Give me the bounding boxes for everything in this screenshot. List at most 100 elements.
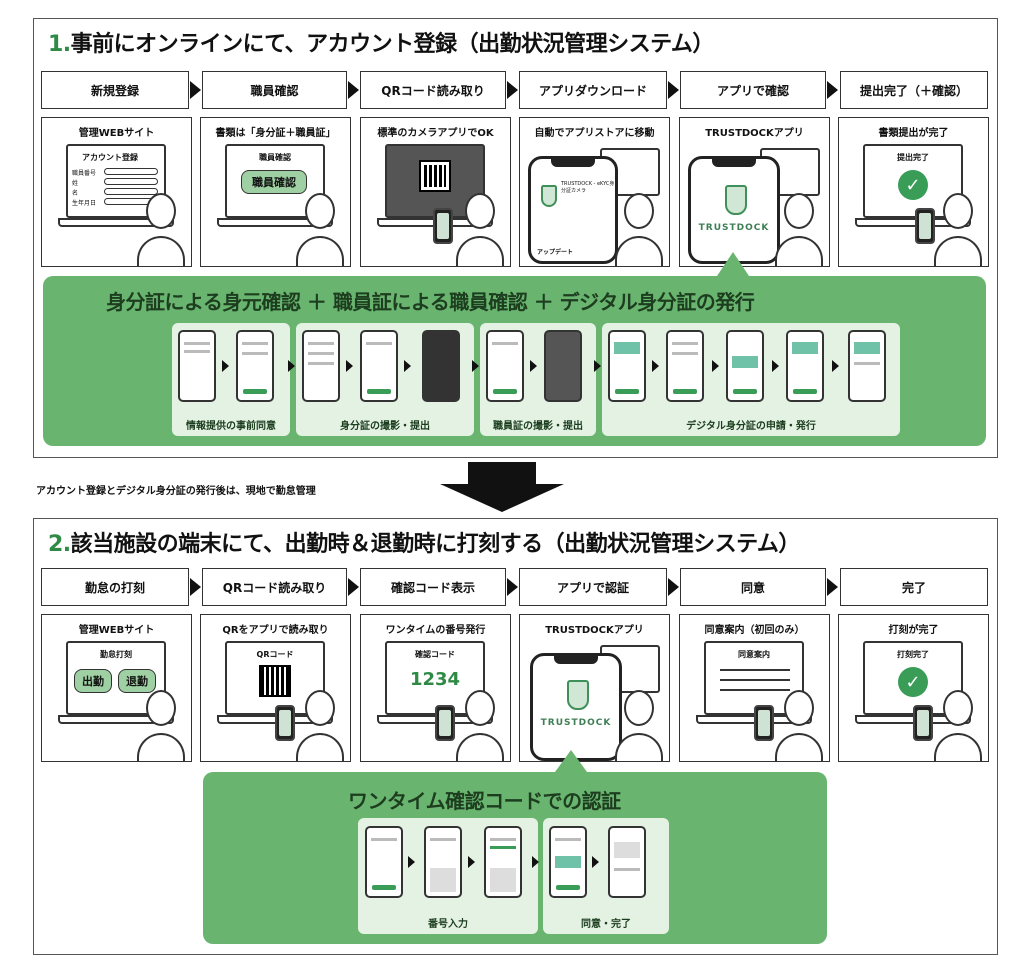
s2-step-5: 同意 <box>680 568 826 606</box>
arrow-right-icon <box>668 578 679 596</box>
mini-screen <box>726 330 764 402</box>
arrow-right-icon <box>408 856 415 868</box>
form-input <box>104 178 158 185</box>
laptop-screen: アカウント登録 職員番号 姓 名 生年月日 <box>66 144 166 218</box>
phone-notch <box>554 656 598 664</box>
confirmation-code: 1234 <box>409 669 461 690</box>
person-body-icon <box>137 236 185 266</box>
s2-card-3: ワンタイムの番号発行 確認コード 1234 <box>360 614 511 762</box>
person-icon <box>465 193 495 229</box>
mini-screen <box>666 330 704 402</box>
phone-notch <box>551 159 595 167</box>
person-icon <box>624 690 654 726</box>
person-body-icon <box>456 733 504 761</box>
phone-icon <box>275 705 295 741</box>
trustdock-logo-text: TRUSTDOCK <box>698 223 770 233</box>
s1-step-6: 提出完了（＋確認） <box>840 71 988 109</box>
app-update-label: アップデート <box>537 249 574 256</box>
person-icon <box>784 690 814 726</box>
phone-icon <box>433 208 453 244</box>
s1-step-2: 職員確認 <box>202 71 347 109</box>
person-body-icon <box>775 733 823 761</box>
screen-title: 確認コード <box>415 650 455 659</box>
mini-screen <box>608 826 646 898</box>
mini-screen <box>178 330 216 402</box>
check-icon: ✓ <box>898 170 928 200</box>
smartphone-frame: TRUSTDOCK <box>688 156 780 264</box>
mini-screen <box>424 826 462 898</box>
arrow-right-icon <box>190 578 201 596</box>
section1-title: 1.事前にオンラインにて、アカウント登録（出勤状況管理システム） <box>48 32 714 57</box>
s2-step-4: アプリで認証 <box>519 568 667 606</box>
laptop-base <box>217 218 333 227</box>
phone-icon <box>754 705 774 741</box>
arrow-right-icon <box>507 81 518 99</box>
form-field-label: 職員番号 <box>72 170 97 177</box>
down-arrow-body <box>468 462 536 484</box>
screen-title: 打刻完了 <box>897 650 929 659</box>
card-title: 同意案内（初回のみ） <box>704 625 805 636</box>
smartphone-frame: TRUSTDOCK <box>530 653 622 761</box>
arrow-right-icon <box>507 578 518 596</box>
middle-note: アカウント登録とデジタル身分証の発行後は、現地で勤怠管理 <box>36 486 316 497</box>
arrow-right-icon <box>652 360 659 372</box>
arrow-right-icon <box>288 360 295 372</box>
s1-step-1: 新規登録 <box>41 71 189 109</box>
laptop-base <box>58 218 174 227</box>
phone-icon <box>435 705 455 741</box>
arrow-right-icon <box>472 360 479 372</box>
arrow-right-icon <box>594 360 601 372</box>
arrow-right-icon <box>827 81 838 99</box>
mini-screen <box>786 330 824 402</box>
screen-title: 職員確認 <box>259 153 291 162</box>
person-icon <box>146 193 176 229</box>
person-icon <box>146 690 176 726</box>
arrow-right-icon <box>712 360 719 372</box>
check-icon: ✓ <box>898 667 928 697</box>
app-store-name: TRUSTDOCK - eKYC身分証カメラ <box>561 181 615 194</box>
s1-card-4: 自動でアプリストアに移動 TRUSTDOCK - eKYC身分証カメラ アップデ… <box>519 117 670 267</box>
card-title: 管理WEBサイト <box>78 128 155 139</box>
arrow-right-icon <box>832 360 839 372</box>
s1-card-5: TRUSTDOCKアプリ TRUSTDOCK <box>679 117 830 267</box>
card-title: QRをアプリで読み取り <box>222 625 329 636</box>
arrow-right-icon <box>532 856 539 868</box>
qr-code-icon <box>259 665 291 697</box>
staff-verify-button: 職員確認 <box>241 170 307 194</box>
mini-screen <box>365 826 403 898</box>
mini-screen <box>544 330 582 402</box>
s1-card-1: 管理WEBサイト アカウント登録 職員番号 姓 名 生年月日 <box>41 117 192 267</box>
s2-step-3: 確認コード表示 <box>360 568 506 606</box>
s2-card-2: QRをアプリで読み取り QRコード <box>200 614 351 762</box>
form-field-label: 生年月日 <box>72 200 97 207</box>
s1-card-6: 書類提出が完了 提出完了 ✓ <box>838 117 989 267</box>
person-icon <box>784 193 814 229</box>
person-body-icon <box>137 733 185 761</box>
card-title: 打刻が完了 <box>888 625 939 636</box>
mini-screen <box>848 330 886 402</box>
section2-title: 2.該当施設の端末にて、出勤時＆退勤時に打刻する（出勤状況管理システム） <box>48 532 800 557</box>
person-body-icon <box>296 733 344 761</box>
s2-step-6: 完了 <box>840 568 988 606</box>
screen-title: 勤怠打刻 <box>100 650 132 659</box>
form-input <box>104 188 158 195</box>
phone-icon <box>915 208 935 244</box>
down-arrow-icon <box>440 484 564 512</box>
card-title: 書類提出が完了 <box>878 128 949 139</box>
trustdock-logo-text: TRUSTDOCK <box>540 718 612 728</box>
s2-card-6: 打刻が完了 打刻完了 ✓ <box>838 614 989 762</box>
laptop-base <box>58 715 174 724</box>
text-line <box>720 689 790 691</box>
s1-card-2: 書類は「身分証＋職員証」 職員確認 職員確認 <box>200 117 351 267</box>
mini-screen <box>549 826 587 898</box>
arrow-right-icon <box>530 360 537 372</box>
s1-band-title: 身分証による身元確認 ＋ 職員証による職員確認 ＋ デジタル身分証の発行 <box>106 290 755 314</box>
arrow-right-icon <box>190 81 201 99</box>
card-title: TRUSTDOCKアプリ <box>705 128 804 139</box>
card-title: 自動でアプリストアに移動 <box>534 128 655 139</box>
person-icon <box>624 193 654 229</box>
band-pointer <box>555 750 587 772</box>
arrow-right-icon <box>468 856 475 868</box>
arrow-right-icon <box>222 360 229 372</box>
smartphone-frame: TRUSTDOCK - eKYC身分証カメラ アップデート <box>528 156 618 264</box>
